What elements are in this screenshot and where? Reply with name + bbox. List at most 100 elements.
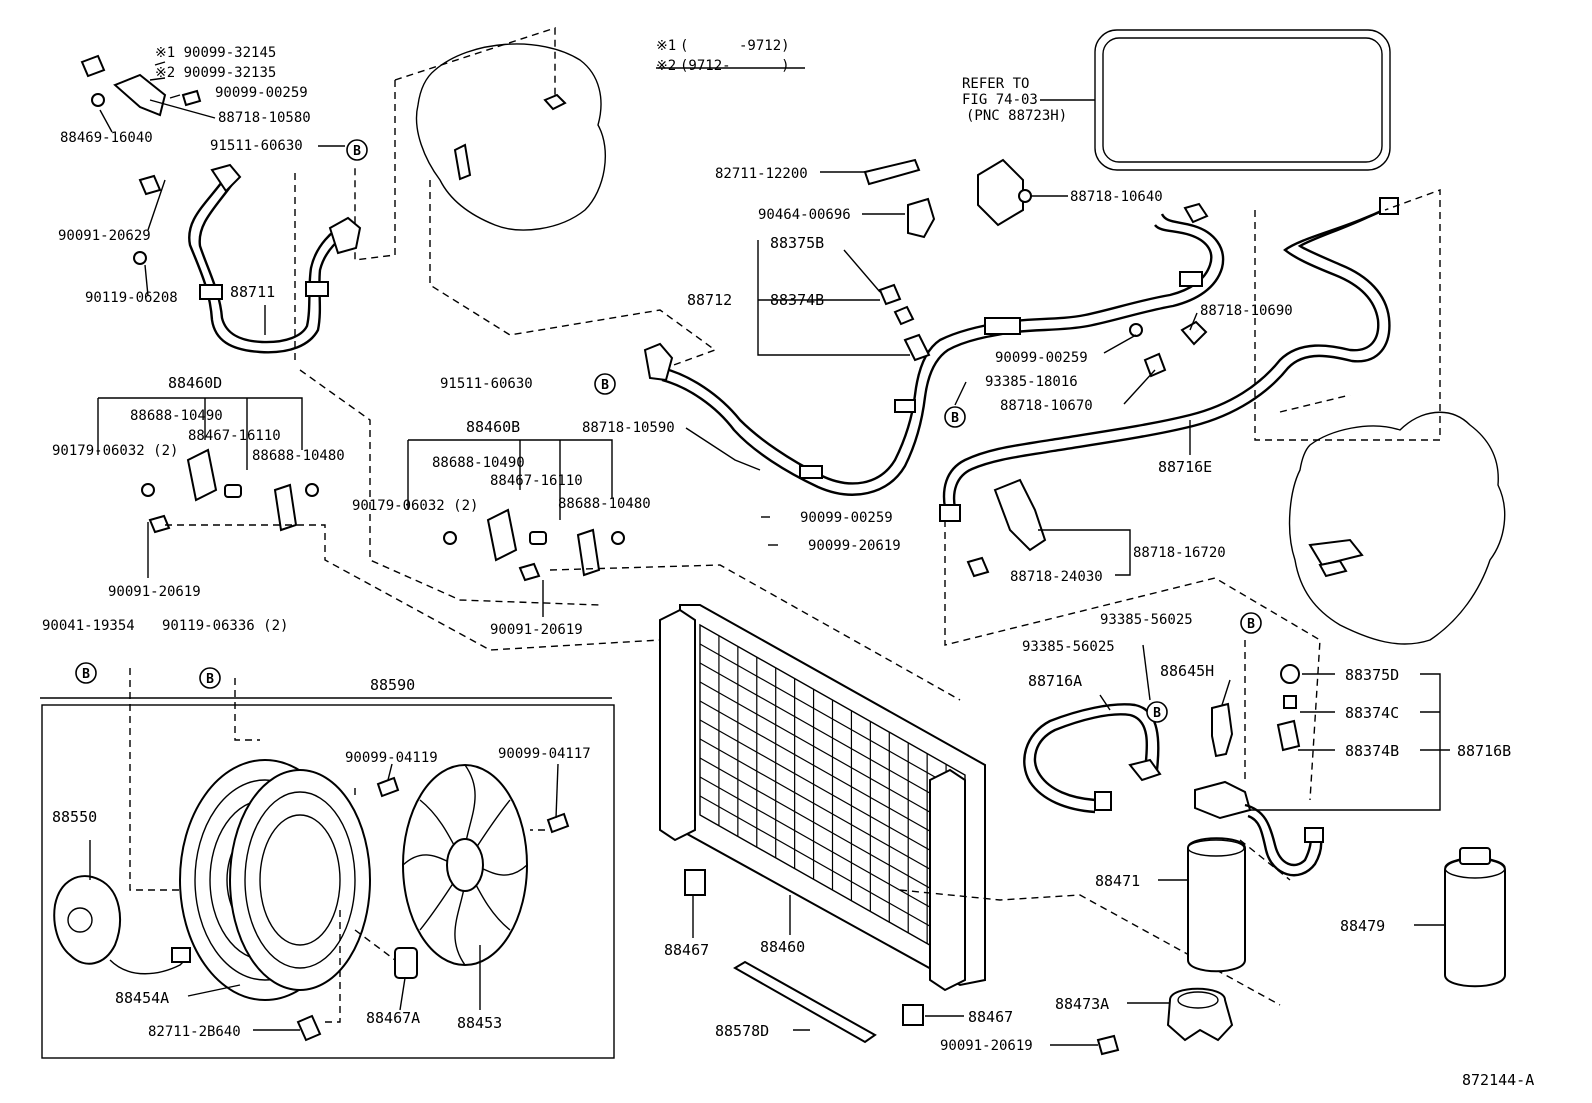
frame-left-4 xyxy=(549,564,961,701)
part-label: 88375B xyxy=(770,234,824,252)
clip-82711-2b640 xyxy=(296,1014,322,1042)
bracket-right-b xyxy=(576,528,601,577)
part-label: 90091-20619 xyxy=(490,622,583,638)
condenser-tank-right xyxy=(929,768,966,992)
grommet xyxy=(224,484,242,498)
refer-note-line-2: FIG 74-03 xyxy=(962,92,1038,108)
hose-band-2 xyxy=(894,399,916,413)
nut xyxy=(91,93,105,107)
illustration xyxy=(40,27,1506,1059)
part-label: 90091-20619 xyxy=(108,584,201,600)
part-label: 91511-60630 xyxy=(210,138,303,154)
valve-88375b xyxy=(878,283,902,306)
screw-04117 xyxy=(546,812,570,834)
condenser-tube-line xyxy=(699,643,966,795)
part-label: 88718-24030 xyxy=(1010,569,1103,585)
part-label: 88469-16040 xyxy=(60,130,153,146)
frame-middle xyxy=(1254,189,1441,441)
condenser-tube-line xyxy=(699,700,966,852)
fitting-88712-top xyxy=(1183,202,1209,224)
bracket-left xyxy=(186,448,218,502)
part-label: 88716A xyxy=(1028,672,1082,690)
fan-dash-5 xyxy=(325,910,341,1023)
figure-id: 872144-A xyxy=(1462,1071,1534,1089)
svg-text:B: B xyxy=(951,411,959,426)
nut-4 xyxy=(305,483,319,497)
tube-88716a xyxy=(1033,713,1149,802)
condenser-tube-line xyxy=(699,738,966,890)
svg-text:B: B xyxy=(601,378,609,393)
part-label: 88718-10670 xyxy=(1000,398,1093,414)
receiver-tube-fitting xyxy=(1304,827,1324,843)
clip-88718-10670 xyxy=(1143,352,1167,378)
part-label: 90099-04119 xyxy=(345,750,438,766)
compressor-right xyxy=(1288,411,1506,645)
part-label: 88467-16110 xyxy=(490,473,583,489)
svg-text:B: B xyxy=(353,144,361,159)
frame-middle-2 xyxy=(944,520,1321,801)
valve-88374b xyxy=(893,305,915,326)
clamp-90464 xyxy=(907,197,936,239)
tube-88716e xyxy=(942,204,1391,509)
part-label: 88374C xyxy=(1345,704,1399,722)
part-label: 88718-10580 xyxy=(218,110,311,126)
fan-motor xyxy=(53,875,191,975)
frame-right-gasket xyxy=(1279,394,1351,413)
refer-gasket-outer xyxy=(1094,29,1391,171)
svg-text:B: B xyxy=(1247,617,1255,632)
hose-band-4 xyxy=(1179,271,1203,287)
condenser-tube-line xyxy=(699,662,966,814)
callout-b-marker: B xyxy=(75,662,97,684)
part-label: 88718-10590 xyxy=(582,420,675,436)
svg-text:B: B xyxy=(1153,706,1161,721)
part-label: 90099-00259 xyxy=(215,85,308,101)
part-label: 88645H xyxy=(1160,662,1214,680)
receiver-tube-b xyxy=(1247,814,1323,877)
part-label: 88479 xyxy=(1340,917,1385,935)
nut-2 xyxy=(133,251,147,265)
part-label: 88688-10490 xyxy=(130,408,223,424)
core-88374c xyxy=(1283,695,1297,709)
fan-dash-2 xyxy=(234,678,260,741)
refer-note-line-3: (PNC 88723H) xyxy=(966,108,1067,124)
valve-88374b-r xyxy=(1276,719,1301,752)
callout-b-marker: B xyxy=(594,373,616,395)
tube-88716e-b xyxy=(952,199,1397,509)
condenser-tank-left xyxy=(659,608,696,842)
part-label: 88374B xyxy=(770,291,824,309)
fan-assembly-box xyxy=(41,704,615,1059)
bolt-b xyxy=(518,562,541,582)
part-label: 88711 xyxy=(230,283,275,301)
part-label: 88460B xyxy=(466,418,520,436)
condenser-mount-2 xyxy=(902,1004,924,1026)
part-label: 88374B xyxy=(1345,742,1399,760)
part-label: 82711-2B640 xyxy=(148,1024,241,1040)
condenser-dash-right xyxy=(899,889,1281,1006)
svg-text:B: B xyxy=(206,672,214,687)
part-label: 88375D xyxy=(1345,666,1399,684)
part-label: 88550 xyxy=(52,808,97,826)
hose-88712 xyxy=(661,224,1213,485)
nut-3 xyxy=(141,483,155,497)
part-label: 88718-10640 xyxy=(1070,189,1163,205)
part-label: 88688-10480 xyxy=(252,448,345,464)
fan-dash-6 xyxy=(354,929,396,961)
part-label: 91511-60630 xyxy=(440,376,533,392)
part-label: 90099-00259 xyxy=(995,350,1088,366)
bracket-88718-24030 xyxy=(966,556,990,578)
legend-mark-2: ※2 xyxy=(656,58,676,74)
part-label: 88688-10490 xyxy=(432,455,525,471)
hose-88711 xyxy=(188,177,351,354)
fan-shroud xyxy=(179,759,371,1001)
part-label: 90179-06032 (2) xyxy=(52,443,178,459)
part-label: 88688-10480 xyxy=(558,496,651,512)
nut-b2 xyxy=(611,531,625,545)
part-label: 88467 xyxy=(664,941,709,959)
bracket-88718-10580 xyxy=(113,73,167,117)
refer-gasket-inner xyxy=(1102,37,1383,163)
part-label: 88712 xyxy=(687,291,732,309)
part-label: 90091-20619 xyxy=(940,1038,1033,1054)
bolt-88473a xyxy=(1096,1034,1120,1056)
